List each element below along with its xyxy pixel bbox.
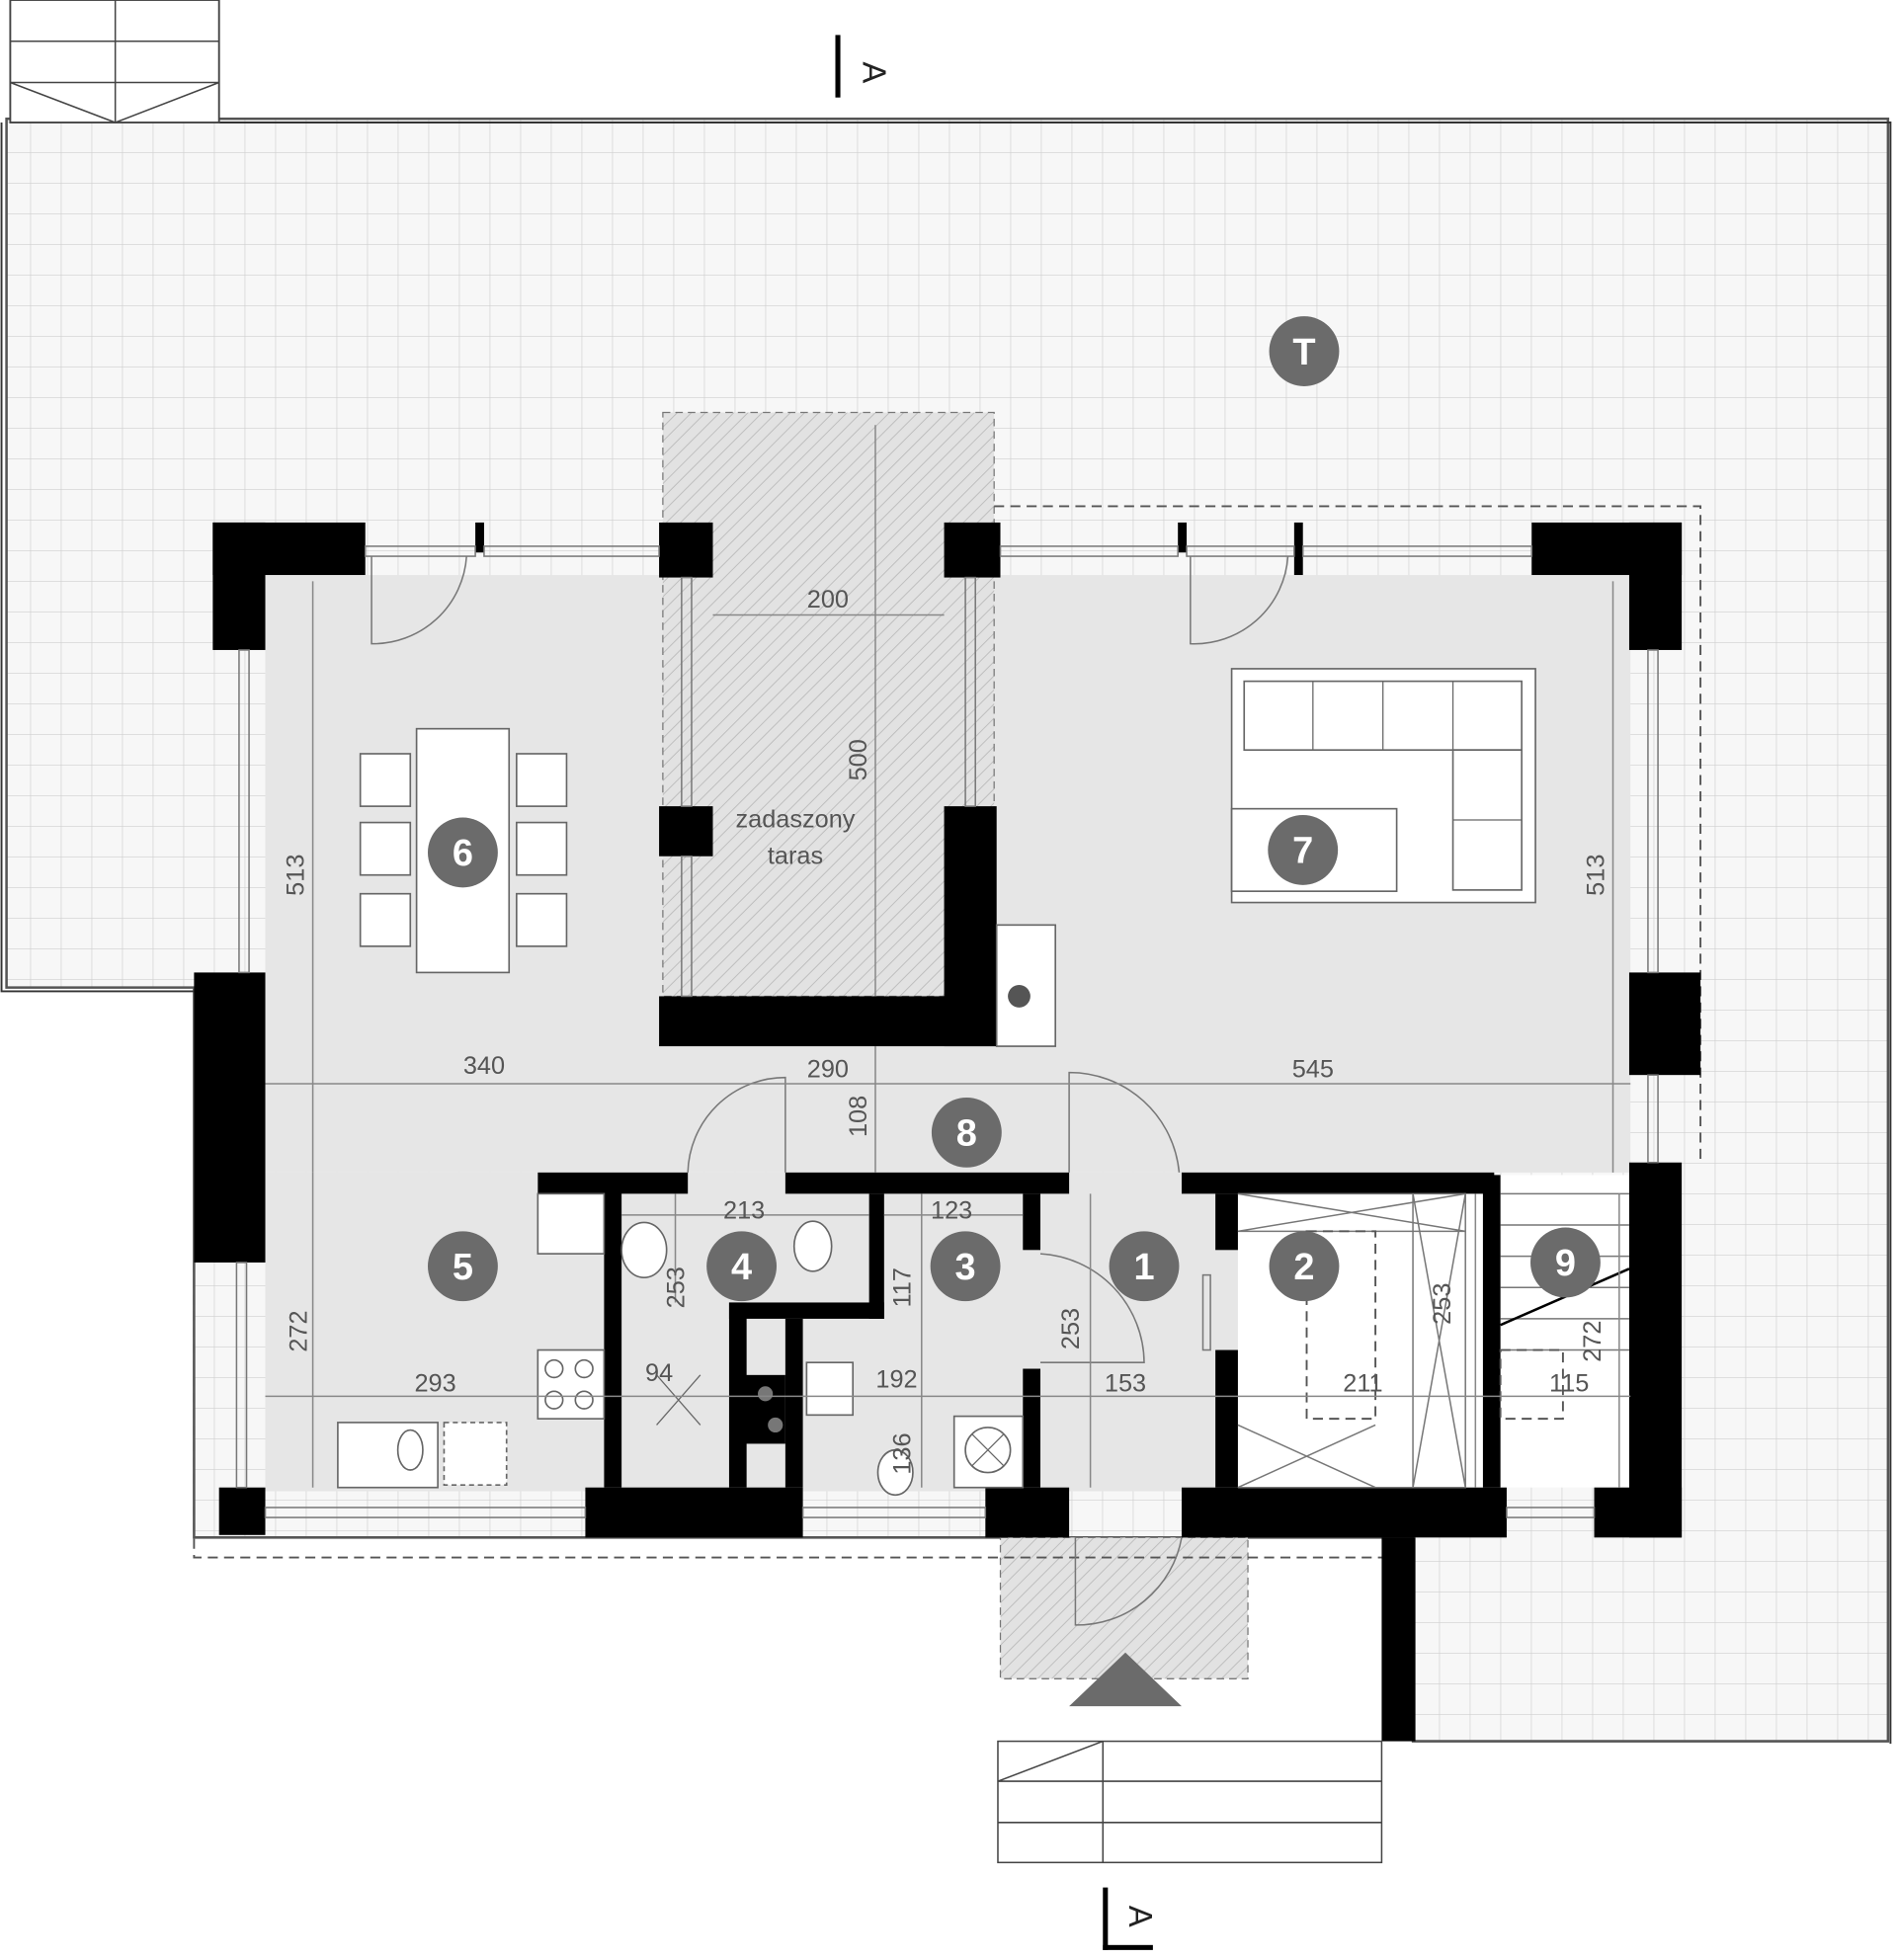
room-marker-8: 8 <box>931 1097 1002 1168</box>
room-marker-4: 4 <box>706 1231 778 1302</box>
svg-text:500: 500 <box>845 739 872 780</box>
svg-text:A: A <box>856 61 892 83</box>
covered-terrace-label: zadaszony taras <box>736 806 856 870</box>
svg-text:290: 290 <box>807 1056 849 1084</box>
doors <box>371 556 1289 1626</box>
svg-text:545: 545 <box>1292 1056 1334 1084</box>
room-marker-5: 5 <box>428 1231 498 1302</box>
svg-text:211: 211 <box>1343 1369 1382 1397</box>
svg-text:293: 293 <box>414 1369 455 1397</box>
svg-text:192: 192 <box>875 1365 917 1393</box>
entrance-steps <box>997 1740 1383 1864</box>
svg-text:253: 253 <box>1429 1283 1456 1325</box>
walls <box>194 522 1701 1742</box>
svg-text:115: 115 <box>1549 1369 1589 1397</box>
svg-text:153: 153 <box>1105 1369 1146 1397</box>
svg-text:taras: taras <box>768 842 823 869</box>
room-marker-7: 7 <box>1268 814 1339 885</box>
section-marker-top: A <box>835 35 892 98</box>
svg-text:A: A <box>1122 1906 1159 1927</box>
svg-text:8: 8 <box>956 1113 977 1155</box>
svg-text:136: 136 <box>888 1432 916 1474</box>
room-marker-1: 1 <box>1109 1231 1180 1302</box>
svg-text:2: 2 <box>1293 1247 1314 1288</box>
room-marker-3: 3 <box>930 1231 1001 1302</box>
dimension-labels: 200 500 513 513 340 290 545 108 213 123 … <box>283 586 1610 1475</box>
dimension-lines <box>265 425 1631 1488</box>
svg-text:340: 340 <box>463 1052 505 1080</box>
svg-text:6: 6 <box>453 833 473 874</box>
svg-text:9: 9 <box>1555 1243 1576 1284</box>
svg-text:94: 94 <box>645 1359 673 1387</box>
svg-text:272: 272 <box>1579 1321 1607 1362</box>
windows <box>235 545 1659 1518</box>
svg-text:zadaszony: zadaszony <box>736 806 856 834</box>
room-marker-2: 2 <box>1269 1231 1340 1302</box>
svg-text:253: 253 <box>662 1266 690 1308</box>
room-marker-6: 6 <box>428 817 498 888</box>
svg-text:4: 4 <box>731 1247 752 1288</box>
svg-text:253: 253 <box>1057 1308 1085 1349</box>
svg-text:513: 513 <box>1583 855 1610 896</box>
svg-text:513: 513 <box>283 855 310 896</box>
room-marker-9: 9 <box>1530 1227 1601 1298</box>
svg-text:5: 5 <box>453 1247 473 1288</box>
room-markers: T 6 7 8 5 4 3 1 2 9 <box>428 316 1601 1302</box>
svg-text:272: 272 <box>285 1310 312 1351</box>
svg-text:7: 7 <box>1292 831 1313 872</box>
svg-text:117: 117 <box>888 1267 916 1307</box>
svg-text:T: T <box>1292 332 1315 373</box>
roof-outline <box>193 505 1702 1559</box>
svg-text:213: 213 <box>723 1197 765 1225</box>
svg-text:3: 3 <box>955 1247 976 1288</box>
section-marker-bottom: A <box>1103 1887 1159 1950</box>
svg-text:200: 200 <box>807 586 849 613</box>
svg-text:1: 1 <box>1133 1247 1154 1288</box>
svg-text:123: 123 <box>931 1197 972 1225</box>
svg-text:108: 108 <box>845 1096 872 1137</box>
entrance-arrow-icon <box>1069 1652 1182 1707</box>
room-marker-t: T <box>1269 316 1340 386</box>
stairs-top-left <box>9 0 220 123</box>
